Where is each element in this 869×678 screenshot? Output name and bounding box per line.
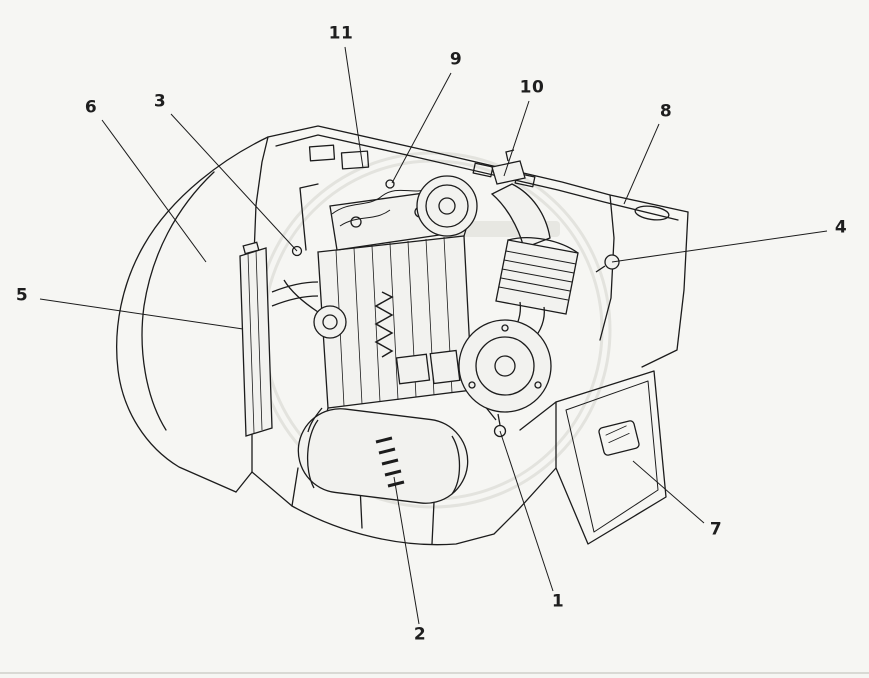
body-panels <box>116 125 689 546</box>
callout-1: 1 <box>551 591 565 612</box>
callout-7: 7 <box>709 519 723 540</box>
callout-5: 5 <box>15 285 29 306</box>
air-filter <box>416 149 551 249</box>
callout-9: 9 <box>449 49 463 70</box>
callout-10: 10 <box>519 77 545 98</box>
callout-4: 4 <box>834 217 848 238</box>
muffler <box>297 407 469 504</box>
air-cleaner-canister <box>495 237 579 347</box>
radiator <box>239 241 319 437</box>
leader-lines <box>39 46 828 625</box>
callout-8: 8 <box>659 101 673 122</box>
callout-11: 11 <box>328 23 354 44</box>
callout-6: 6 <box>84 97 98 118</box>
filler-cap <box>595 254 620 273</box>
callout-3: 3 <box>153 91 167 112</box>
callout-2: 2 <box>413 624 427 645</box>
flywheel-housing <box>458 319 552 413</box>
